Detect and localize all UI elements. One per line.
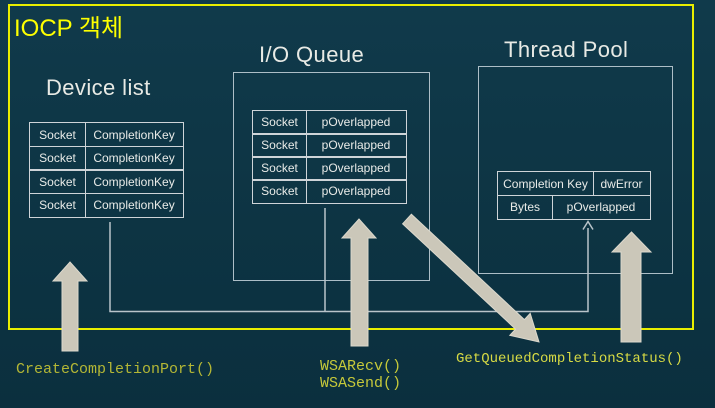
- create-completion-port-label: CreateCompletionPort(): [16, 361, 215, 378]
- bytes-cell: Bytes: [497, 194, 553, 220]
- table-row: Socket CompletionKey: [29, 122, 184, 147]
- dwerror-cell: dwError: [592, 171, 651, 196]
- socket-cell: Socket: [29, 122, 86, 147]
- socket-cell: Socket: [29, 169, 86, 194]
- table-row: Socket pOverlapped: [252, 179, 407, 204]
- thread-pool-heading: Thread Pool: [504, 37, 629, 62]
- device-list-table: Socket CompletionKey Socket CompletionKe…: [29, 122, 184, 218]
- wsarecv-label: WSARecv(): [320, 358, 402, 375]
- table-row: Socket pOverlapped: [252, 133, 407, 158]
- socket-cell: Socket: [29, 192, 86, 218]
- poverlapped-cell: pOverlapped: [551, 194, 651, 220]
- table-row: Bytes pOverlapped: [497, 194, 651, 220]
- poverlapped-cell: pOverlapped: [305, 110, 407, 135]
- poverlapped-cell: pOverlapped: [305, 133, 407, 158]
- wsasend-label: WSASend(): [320, 375, 402, 392]
- socket-cell: Socket: [29, 145, 86, 171]
- socket-cell: Socket: [252, 179, 307, 204]
- wsa-functions-label: WSARecv() WSASend(): [320, 358, 401, 392]
- table-row: Socket CompletionKey: [29, 169, 184, 194]
- completionkey-cell: CompletionKey: [84, 169, 184, 194]
- table-row: Socket CompletionKey: [29, 192, 184, 218]
- io-queue-table: Socket pOverlapped Socket pOverlapped So…: [252, 110, 407, 204]
- socket-cell: Socket: [252, 110, 307, 135]
- completion-key-cell: Completion Key: [497, 171, 594, 196]
- table-row: Socket pOverlapped: [252, 156, 407, 181]
- thread-pool-box: [478, 66, 673, 274]
- table-row: Socket CompletionKey: [29, 145, 184, 171]
- completionkey-cell: CompletionKey: [84, 122, 184, 147]
- thread-pool-table: Completion Key dwError Bytes pOverlapped: [497, 171, 651, 220]
- io-queue-heading: I/O Queue: [259, 42, 365, 67]
- table-row: Completion Key dwError: [497, 171, 651, 196]
- get-queued-completion-status-label: GetQueuedCompletionStatus(): [456, 351, 683, 367]
- page-title: IOCP 객체: [14, 15, 124, 42]
- socket-cell: Socket: [252, 156, 307, 181]
- device-list-heading: Device list: [46, 75, 151, 100]
- table-row: Socket pOverlapped: [252, 110, 407, 135]
- socket-cell: Socket: [252, 133, 307, 158]
- completionkey-cell: CompletionKey: [84, 192, 184, 218]
- completionkey-cell: CompletionKey: [84, 145, 184, 171]
- poverlapped-cell: pOverlapped: [305, 156, 407, 181]
- poverlapped-cell: pOverlapped: [305, 179, 407, 204]
